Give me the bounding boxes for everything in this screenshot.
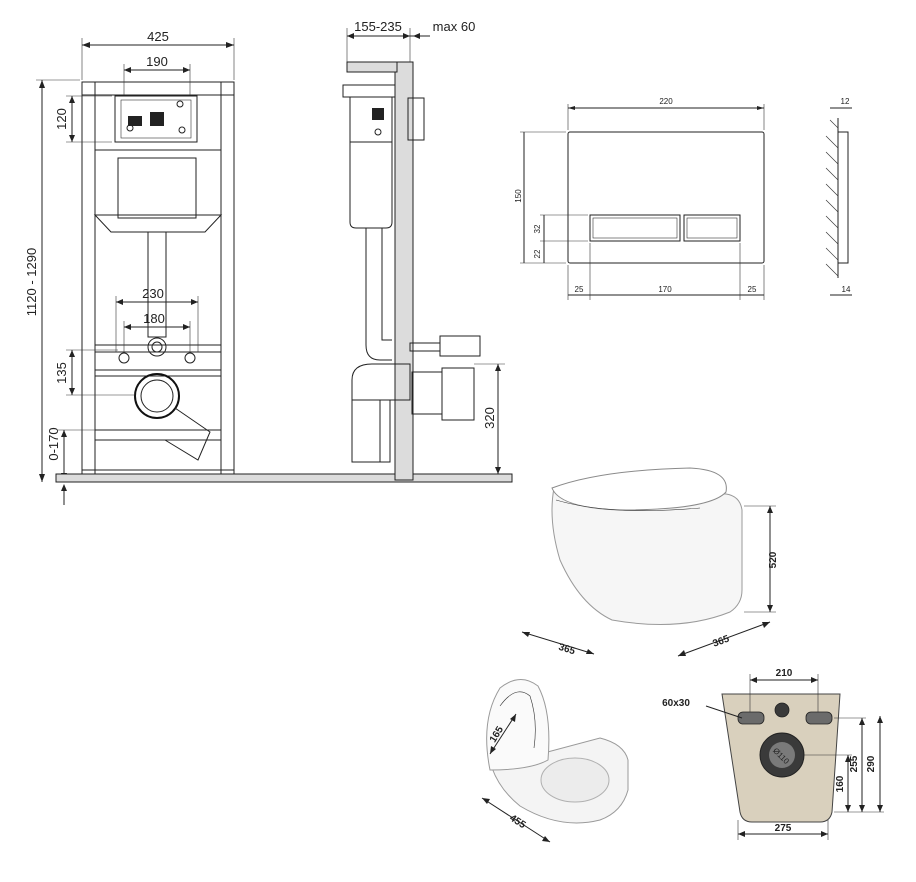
svg-text:max 60: max 60 bbox=[433, 19, 476, 34]
frame-front-view: 425 190 120 1120 - 1290 bbox=[24, 29, 513, 505]
dim-button-height: 32 bbox=[533, 214, 588, 242]
dim-toilet-height: 520 bbox=[744, 505, 779, 613]
mounting-slot-right bbox=[805, 711, 833, 725]
svg-text:220: 220 bbox=[659, 97, 673, 106]
dim-pipe-spacing-outer: 230 bbox=[115, 286, 199, 352]
cistern-side bbox=[349, 141, 393, 229]
dim-back-width: 275 bbox=[737, 820, 829, 840]
dim-height-inner: 255 bbox=[834, 717, 866, 812]
svg-text:365: 365 bbox=[557, 642, 577, 658]
frame-side-view: 155-235 max 60 320 bbox=[342, 19, 505, 481]
svg-text:32: 32 bbox=[533, 224, 542, 233]
dim-bolt-spacing: 210 bbox=[749, 668, 819, 712]
svg-text:170: 170 bbox=[658, 285, 672, 294]
svg-text:255: 255 bbox=[849, 755, 860, 772]
svg-text:425: 425 bbox=[147, 29, 169, 44]
dim-depth-range: 155-235 bbox=[346, 19, 411, 62]
dim-toilet-width: 365 bbox=[677, 621, 771, 657]
dim-frame-height: 1120 - 1290 bbox=[24, 79, 80, 482]
svg-text:12: 12 bbox=[841, 97, 850, 106]
toilet-seat-open bbox=[486, 679, 550, 771]
svg-text:290: 290 bbox=[866, 755, 877, 772]
svg-text:150: 150 bbox=[514, 189, 523, 203]
wall bbox=[394, 61, 414, 481]
dim-outlet-height: 320 bbox=[474, 363, 505, 474]
svg-text:520: 520 bbox=[768, 551, 779, 568]
svg-text:455: 455 bbox=[507, 813, 527, 832]
dim-bolt-height: 135 bbox=[54, 349, 135, 396]
svg-text:22: 22 bbox=[533, 249, 542, 258]
toilet-3d-view: 520 365 365 bbox=[521, 467, 779, 658]
svg-text:60x30: 60x30 bbox=[662, 698, 690, 709]
svg-text:275: 275 bbox=[775, 823, 792, 834]
dim-toilet-depth: 365 bbox=[521, 631, 595, 658]
svg-text:365: 365 bbox=[711, 633, 731, 649]
dim-plate-height: 150 bbox=[514, 131, 566, 264]
svg-text:320: 320 bbox=[482, 407, 497, 429]
svg-text:14: 14 bbox=[842, 285, 851, 294]
flush-panel-opening bbox=[114, 95, 198, 143]
flush-plate-side-profile: 12 14 bbox=[825, 97, 852, 296]
mounting-slot-left bbox=[737, 711, 765, 725]
water-inlet bbox=[774, 702, 790, 718]
dim-wall-max: max 60 bbox=[410, 19, 475, 39]
svg-text:120: 120 bbox=[54, 108, 69, 130]
svg-text:190: 190 bbox=[146, 54, 168, 69]
flush-plate bbox=[567, 131, 765, 264]
svg-text:25: 25 bbox=[575, 285, 584, 294]
flush-button-left bbox=[589, 214, 681, 242]
flush-plate-view: 220 150 32 22 25 170 25 bbox=[514, 97, 852, 300]
dim-button-offset: 22 bbox=[533, 241, 545, 263]
svg-text:155-235: 155-235 bbox=[354, 19, 402, 34]
dim-panel-height: 120 bbox=[54, 95, 112, 143]
dim-plate-bottom-row: 25 170 25 bbox=[567, 243, 765, 300]
dim-plate-width: 220 bbox=[567, 97, 765, 130]
cistern bbox=[117, 157, 197, 219]
dim-height-total: 290 bbox=[834, 716, 884, 813]
svg-text:25: 25 bbox=[748, 285, 757, 294]
svg-text:180: 180 bbox=[143, 311, 165, 326]
flush-button-right bbox=[683, 214, 741, 242]
svg-text:230: 230 bbox=[142, 286, 164, 301]
toilet-seat-lid bbox=[551, 467, 727, 511]
dim-slot-size: 60x30 bbox=[662, 698, 743, 719]
toilet-back-view: Ø110 210 60x30 290 255 bbox=[662, 668, 884, 840]
toilet-open-view: 165 455 bbox=[481, 679, 629, 843]
dim-pipe-spacing-inner: 180 bbox=[123, 311, 191, 352]
svg-text:210: 210 bbox=[776, 668, 793, 679]
svg-text:160: 160 bbox=[835, 775, 846, 792]
svg-text:0-170: 0-170 bbox=[46, 427, 61, 460]
svg-text:135: 135 bbox=[54, 362, 69, 384]
floor-line bbox=[55, 473, 513, 483]
dim-foot-range: 0-170 bbox=[46, 427, 95, 505]
drain-outlet bbox=[134, 373, 180, 419]
svg-text:1120 - 1290: 1120 - 1290 bbox=[24, 248, 39, 316]
dim-outlet-height: 160 bbox=[804, 754, 852, 812]
dim-panel-width: 190 bbox=[123, 54, 191, 95]
toilet-bowl bbox=[551, 487, 743, 625]
dim-frame-width: 425 bbox=[81, 29, 235, 80]
